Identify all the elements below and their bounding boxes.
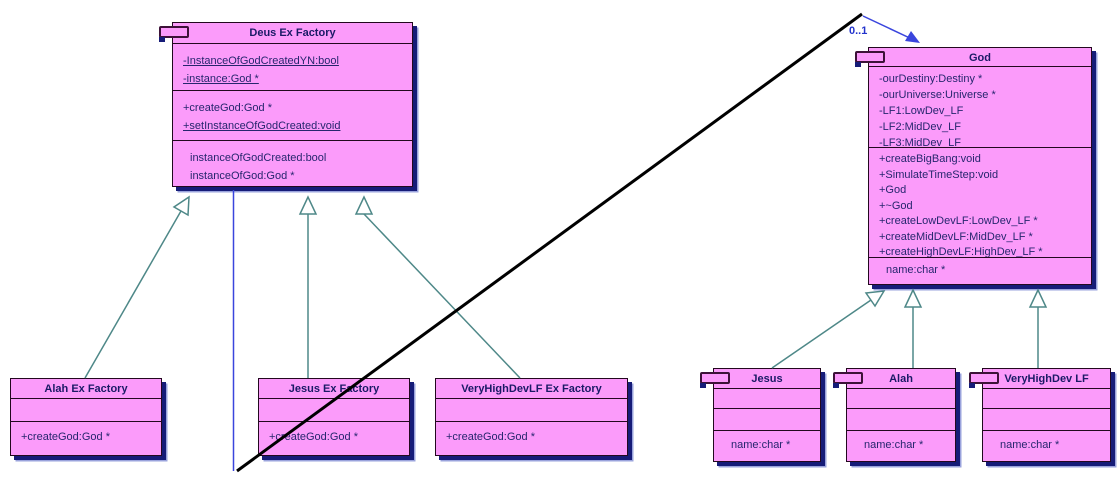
attributes-compartment bbox=[847, 389, 955, 409]
class-jesus[interactable]: Jesus name:char * bbox=[700, 368, 821, 462]
class-member: -ourDestiny:Destiny * bbox=[879, 73, 983, 85]
class-title: VeryHighDev LF bbox=[983, 369, 1110, 389]
inheritance-arrowhead bbox=[1028, 288, 1048, 308]
operations-compartment bbox=[983, 409, 1110, 431]
class-icon-dot bbox=[969, 383, 975, 388]
class-member: +setInstanceOfGodCreated:void bbox=[183, 120, 341, 132]
class-veryhighdevlf-ex-factory[interactable]: VeryHighDevLF Ex Factory +createGod:God … bbox=[435, 378, 628, 456]
attributes-compartment bbox=[714, 389, 820, 409]
class-god[interactable]: God -ourDestiny:Destiny * -ourUniverse:Un… bbox=[855, 47, 1092, 285]
attributes-compartment: -InstanceOfGodCreatedYN:bool -instance:Go… bbox=[173, 44, 412, 91]
extra-compartment: instanceOfGodCreated:bool instanceOfGod:G… bbox=[173, 141, 412, 186]
class-member: +createHighDevLF:HighDev_LF * bbox=[879, 246, 1043, 258]
class-icon-dot bbox=[159, 37, 165, 42]
class-member: -instance:God * bbox=[183, 73, 259, 85]
class-member: instanceOfGodCreated:bool bbox=[190, 152, 327, 164]
class-member: +createGod:God * bbox=[446, 431, 535, 443]
class-icon bbox=[159, 26, 189, 42]
class-member: -InstanceOfGodCreatedYN:bool bbox=[183, 55, 339, 67]
association-arrow-line[interactable] bbox=[862, 15, 915, 41]
operations-compartment bbox=[847, 409, 955, 431]
operations-compartment bbox=[714, 409, 820, 431]
operations-compartment: +createGod:God * bbox=[11, 422, 161, 455]
class-member: -ourUniverse:Universe * bbox=[879, 89, 996, 101]
class-icon bbox=[833, 372, 863, 388]
class-member: +God bbox=[879, 184, 907, 196]
attributes-compartment bbox=[259, 399, 409, 422]
extra-compartment: name:char * bbox=[847, 431, 955, 461]
class-member: +createGod:God * bbox=[269, 431, 358, 443]
association-arrowhead bbox=[905, 31, 920, 43]
inheritance-line-alah-factory[interactable] bbox=[84, 210, 182, 379]
class-member: +~God bbox=[879, 199, 913, 212]
class-member: +createBigBang:void bbox=[879, 153, 981, 165]
class-icon-dot bbox=[700, 383, 706, 388]
class-icon-dot bbox=[855, 62, 861, 67]
inheritance-arrowhead bbox=[864, 290, 886, 308]
class-title: Alah bbox=[847, 369, 955, 389]
attributes-compartment bbox=[11, 399, 161, 422]
class-icon bbox=[700, 372, 730, 388]
class-member: name:char * bbox=[886, 264, 946, 276]
extra-compartment: name:char * bbox=[869, 258, 1091, 284]
inheritance-arrowhead bbox=[354, 195, 374, 215]
class-icon-dot bbox=[833, 383, 839, 388]
class-title: God bbox=[869, 48, 1091, 67]
class-member: -LF1:LowDev_LF bbox=[879, 105, 964, 117]
class-title: VeryHighDevLF Ex Factory bbox=[436, 379, 627, 399]
class-veryhighdev-lf[interactable]: VeryHighDev LF name:char * bbox=[969, 368, 1111, 462]
class-icon bbox=[969, 372, 999, 388]
class-deus-ex-factory[interactable]: Deus Ex Factory -InstanceOfGodCreatedYN:… bbox=[159, 22, 413, 187]
attributes-compartment bbox=[983, 389, 1110, 409]
class-member: -LF3:MidDev_LF bbox=[879, 137, 961, 148]
attributes-compartment: -ourDestiny:Destiny * -ourUniverse:Univer… bbox=[869, 67, 1091, 148]
class-member: +SimulateTimeStep:void bbox=[879, 168, 999, 181]
class-member: name:char * bbox=[731, 439, 791, 451]
class-icon bbox=[855, 51, 885, 67]
class-alah-ex-factory[interactable]: Alah Ex Factory +createGod:God * bbox=[10, 378, 162, 456]
multiplicity-label: 0..1 bbox=[849, 25, 868, 37]
attributes-compartment bbox=[436, 399, 627, 422]
class-member: name:char * bbox=[1000, 439, 1060, 451]
inheritance-line-vhd-factory[interactable] bbox=[363, 213, 521, 379]
inheritance-line-jesus[interactable] bbox=[771, 299, 872, 369]
class-title: Jesus Ex Factory bbox=[259, 379, 409, 399]
class-member: +createGod:God * bbox=[183, 102, 272, 114]
operations-compartment: +createGod:God * +setInstanceOfGodCreated… bbox=[173, 91, 412, 141]
inheritance-arrowhead bbox=[903, 288, 923, 308]
extra-compartment: name:char * bbox=[983, 431, 1110, 461]
class-member: instanceOfGod:God * bbox=[190, 170, 295, 182]
class-member: -LF2:MidDev_LF bbox=[879, 121, 961, 133]
inheritance-arrowhead bbox=[172, 195, 190, 217]
extra-compartment: name:char * bbox=[714, 431, 820, 461]
class-member: +createLowDevLF:LowDev_LF * bbox=[879, 215, 1038, 227]
operations-compartment: +createGod:God * bbox=[259, 422, 409, 455]
class-member: +createGod:God * bbox=[21, 431, 110, 443]
operations-compartment: +createBigBang:void +SimulateTimeStep:voi… bbox=[869, 148, 1091, 258]
class-title: Deus Ex Factory bbox=[173, 23, 412, 44]
class-jesus-ex-factory[interactable]: Jesus Ex Factory +createGod:God * bbox=[258, 378, 410, 456]
class-alah[interactable]: Alah name:char * bbox=[833, 368, 956, 462]
class-member: name:char * bbox=[864, 439, 924, 451]
class-title: Alah Ex Factory bbox=[11, 379, 161, 399]
operations-compartment: +createGod:God * bbox=[436, 422, 627, 455]
inheritance-arrowhead bbox=[298, 195, 318, 215]
class-member: +createMidDevLF:MidDev_LF * bbox=[879, 230, 1033, 243]
